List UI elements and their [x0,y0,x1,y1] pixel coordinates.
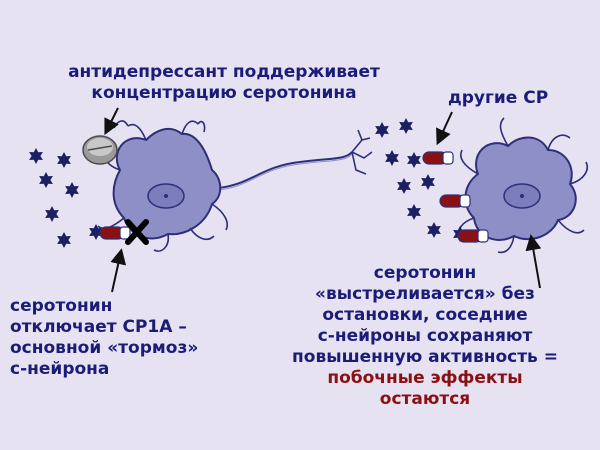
caption-antidepressant: антидепрессант поддерживает концентрацию… [0,62,448,104]
star-icon [45,206,59,222]
side-effects-text: побочные эффекты [327,368,523,388]
caption-line: отключает СР1А – [10,317,187,337]
receptor-icon [457,229,489,243]
serotonin-right [375,118,467,242]
arrows [104,107,542,293]
star-icon [39,172,53,188]
caption-serotonin-disables: серотонин отключает СР1А – основной «тор… [10,296,198,380]
caption-line: остановки, соседние [322,305,528,325]
caption-line: антидепрессант поддерживает [68,62,380,82]
axon-terminal [351,129,373,175]
star-icon [407,152,421,168]
pill-icon [82,135,118,165]
axon-inner [217,153,353,191]
caption-line: с-нейроны сохраняют [317,326,533,346]
caption-line: серотонин [373,263,477,283]
caption-line: основной «тормоз» [10,338,199,358]
star-icon [65,182,79,198]
star-icon [427,222,441,238]
caption-line: с-нейрона [10,359,110,379]
arrow-icon [525,234,542,289]
star-icon [399,118,413,134]
star-icon [407,204,421,220]
arrow-icon [104,107,119,136]
side-effects-text: остаются [379,389,471,409]
star-icon [57,232,71,248]
caption-line: повышенную активность = [292,347,558,367]
cross-icon [125,219,149,245]
caption-line: «выстреливается» без [315,284,535,304]
star-icon [29,148,43,164]
left-neuron [97,120,228,252]
caption-side-effects: серотонин «выстреливается» без остановки… [252,263,598,410]
star-icon [375,122,389,138]
receptor-icon [439,194,471,208]
right-neuron [458,117,588,254]
receptor-icon [422,151,454,165]
star-icon [385,150,399,166]
receptor-icon [99,226,131,240]
caption-line: серотонин [10,296,113,316]
arrow-icon [110,248,127,293]
arrow-icon [436,111,453,146]
caption-line: концентрацию серотонина [91,83,357,103]
caption-other-receptors: другие СР [448,88,549,108]
star-icon [397,178,411,194]
axon [217,151,353,189]
star-icon [421,174,435,190]
star-icon [57,152,71,168]
